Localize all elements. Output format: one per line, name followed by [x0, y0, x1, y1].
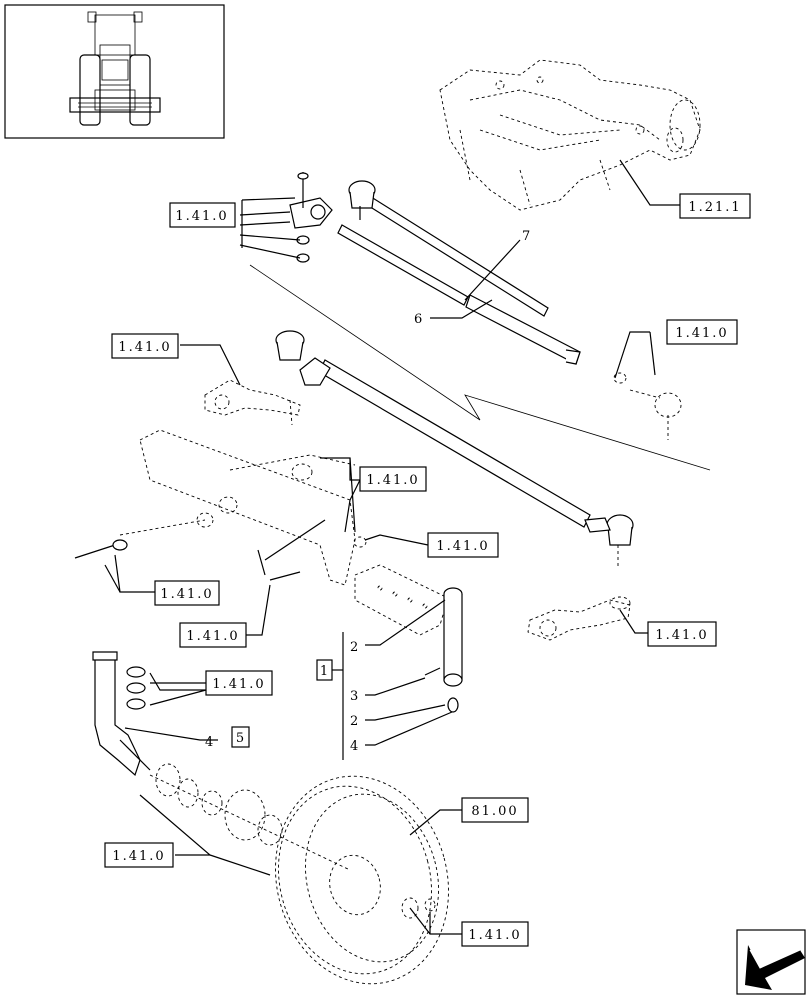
tie-rod-6[interactable] — [337, 224, 581, 365]
steering-arm-left[interactable] — [204, 379, 301, 426]
callout-81-00[interactable]: 81.00 — [461, 797, 529, 823]
svg-text:81.00: 81.00 — [471, 804, 518, 819]
callout-1-41-0-f[interactable]: 1.41.0 — [154, 580, 220, 606]
callout-1-41-0-d[interactable]: 1.41.0 — [359, 466, 427, 492]
pivot-pin-assembly[interactable] — [354, 564, 463, 713]
axle-support-housing[interactable] — [439, 59, 701, 211]
part-number-box-1[interactable]: 1 — [316, 659, 333, 681]
callout-1-41-0-a[interactable]: 1.41.0 — [169, 202, 236, 228]
arrow-icon — [745, 945, 805, 990]
part-number-7: 7 — [522, 229, 530, 244]
tie-rod-7[interactable] — [348, 180, 549, 317]
callout-1-41-0-i[interactable]: 1.41.0 — [205, 670, 273, 696]
wheel-rim[interactable] — [253, 757, 472, 1000]
svg-text:5: 5 — [236, 731, 244, 746]
svg-text:1: 1 — [320, 664, 328, 679]
callout-1-41-0-g[interactable]: 1.41.0 — [179, 622, 247, 648]
svg-text:1.41.0: 1.41.0 — [436, 539, 489, 554]
svg-text:1.41.0: 1.41.0 — [175, 209, 228, 224]
part-number-3: 3 — [350, 689, 358, 704]
tractor-front-icon — [69, 11, 161, 126]
callout-1-41-0-k[interactable]: 1.41.0 — [461, 921, 529, 947]
part-number-4: 4 — [205, 735, 213, 750]
steering-tie-rod[interactable] — [275, 330, 634, 568]
svg-text:1.41.0: 1.41.0 — [655, 628, 708, 643]
svg-text:1.21.1: 1.21.1 — [688, 200, 741, 215]
part-number-6: 6 — [414, 312, 422, 327]
part-number-4: 4 — [350, 739, 358, 754]
leader-lines — [104, 159, 711, 935]
callout-1-41-0-b[interactable]: 1.41.0 — [111, 333, 179, 359]
svg-text:1.41.0: 1.41.0 — [212, 677, 265, 692]
svg-text:1.41.0: 1.41.0 — [160, 587, 213, 602]
tractor-thumbnail[interactable] — [4, 4, 225, 139]
part-number-2: 2 — [350, 640, 358, 655]
svg-text:1.41.0: 1.41.0 — [468, 928, 521, 943]
front-axle-beam[interactable] — [74, 429, 367, 586]
previous-page-button[interactable] — [736, 929, 806, 995]
clamp-bracket[interactable] — [289, 172, 333, 263]
svg-text:1.41.0: 1.41.0 — [118, 340, 171, 355]
wheel-hub-bearings[interactable] — [149, 763, 351, 871]
callout-1-21-1[interactable]: 1.21.1 — [679, 193, 751, 219]
part-numbers: 7 6 2 3 2 4 4 — [205, 229, 530, 754]
callout-1-41-0-j[interactable]: 1.41.0 — [104, 842, 174, 868]
steering-arm-right[interactable] — [527, 596, 631, 641]
callout-1-41-0-e[interactable]: 1.41.0 — [427, 532, 499, 558]
svg-text:1.41.0: 1.41.0 — [186, 629, 239, 644]
part-number-box-5[interactable]: 5 — [231, 726, 250, 748]
svg-text:1.41.0: 1.41.0 — [112, 849, 165, 864]
svg-text:1.41.0: 1.41.0 — [366, 473, 419, 488]
svg-text:1.41.0: 1.41.0 — [675, 326, 728, 341]
callout-1-41-0-c[interactable]: 1.41.0 — [666, 319, 738, 345]
callout-1-41-0-h[interactable]: 1.41.0 — [647, 621, 717, 647]
steering-knuckle[interactable] — [92, 651, 151, 777]
part-number-2: 2 — [350, 714, 358, 729]
ball-joint-right[interactable] — [613, 372, 682, 440]
